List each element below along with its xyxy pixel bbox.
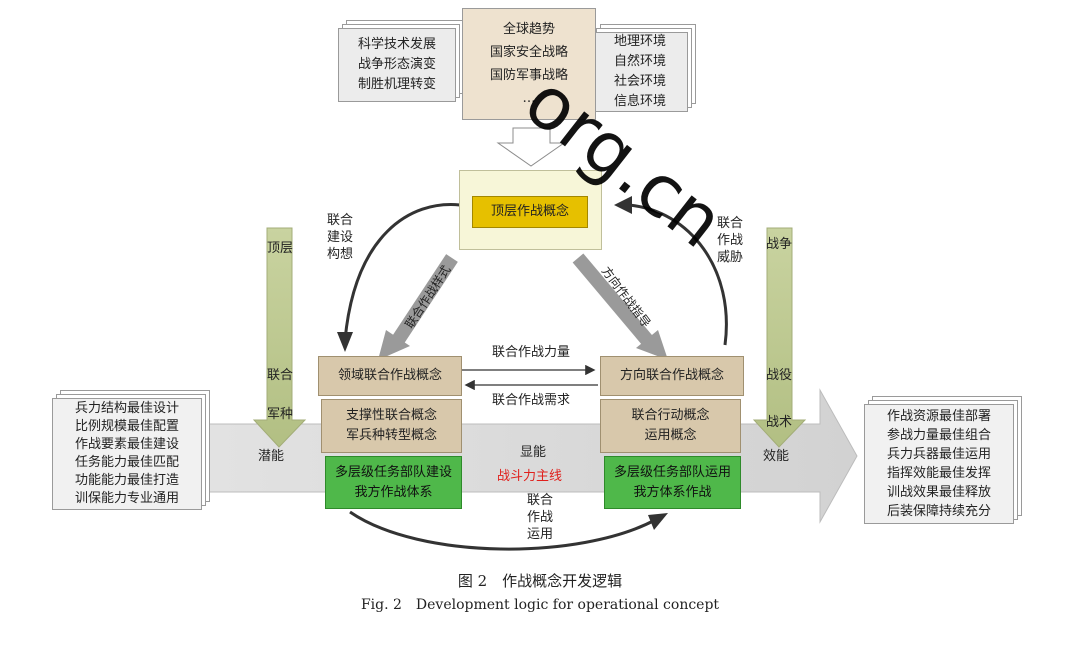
factor-text: 全球趋势 [502,22,555,37]
left-curve-label: 联合 建设 构想 [326,213,353,262]
factor-text: 信息环境 [613,94,666,109]
support-concept-box: 支撑性联合概念 军兵种转型概念 [321,399,462,453]
factor-text: 制胜机理转变 [357,77,436,92]
force-use-box: 多层级任务部队运用 我方体系作战 [604,456,741,509]
left-level-top: 顶层 [267,241,294,256]
factors-box-right: 地理环境 自然环境 社会环境 信息环境 [592,32,688,112]
caption-cn: 图 2 作战概念开发逻辑 [457,572,623,590]
mid-arrow-bottom-label: 联合作战需求 [492,393,571,408]
diag-arrow-right [572,253,653,345]
curve-arrow-left [343,203,461,341]
action-concept-box: 联合行动概念 运用概念 [600,399,741,453]
right-goals-box: 作战资源最佳部署 参战力量最佳组合 兵力兵器最佳运用 指挥效能最佳发挥 训战效果… [864,404,1014,524]
factors-box-center: 全球趋势 国家安全战略 国防军事战略 … [462,8,596,120]
hollow-down-arrow [496,127,566,167]
right-level-top: 战争 [766,237,793,252]
left-level-mid: 联合 [267,368,294,383]
factors-box-left: 科学技术发展 战争形态演变 制胜机理转变 [338,28,456,102]
left-vertical-arrow [252,227,307,448]
factor-text: … [522,91,536,106]
curve-arrow-right [627,203,728,346]
right-curve-label: 联合 作战 威胁 [716,216,743,265]
direction-concept-box: 方向联合作战概念 [600,356,744,396]
right-vertical-arrow [752,227,807,448]
force-build-box: 多层级任务部队建设 我方作战体系 [325,456,462,509]
diag-arrow-left [392,254,458,344]
bottom-arc-label: 联合 作战 运用 [526,493,553,542]
latent-label: 潜能 [258,449,285,464]
manifest-label: 显能 [520,445,547,460]
domain-concept-box: 领域联合作战概念 [318,356,462,396]
mid-arrow-top-label: 联合作战力量 [492,345,571,360]
efficiency-label: 效能 [763,449,790,464]
bottom-arc [349,510,656,551]
factor-text: 战争形态演变 [357,57,436,72]
left-goals-box: 兵力结构最佳设计 比例规模最佳配置 作战要素最佳建设 任务能力最佳匹配 功能能力… [52,398,202,510]
top-concept-box: 顶层作战概念 [472,196,588,228]
right-level-bottom: 战术 [766,415,793,430]
factor-text: 自然环境 [613,54,666,69]
factor-text: 地理环境 [613,34,666,49]
factor-text: 国家安全战略 [489,45,568,60]
factor-text: 科学技术发展 [357,37,436,52]
left-level-bottom: 军种 [267,407,294,422]
factor-text: 国防军事战略 [489,68,568,83]
caption-en: Fig. 2 Development logic for operational… [360,597,720,613]
combat-mainline-label: 战斗力主线 [497,469,563,484]
factor-text: 社会环境 [613,74,666,89]
right-level-mid: 战役 [766,368,793,383]
